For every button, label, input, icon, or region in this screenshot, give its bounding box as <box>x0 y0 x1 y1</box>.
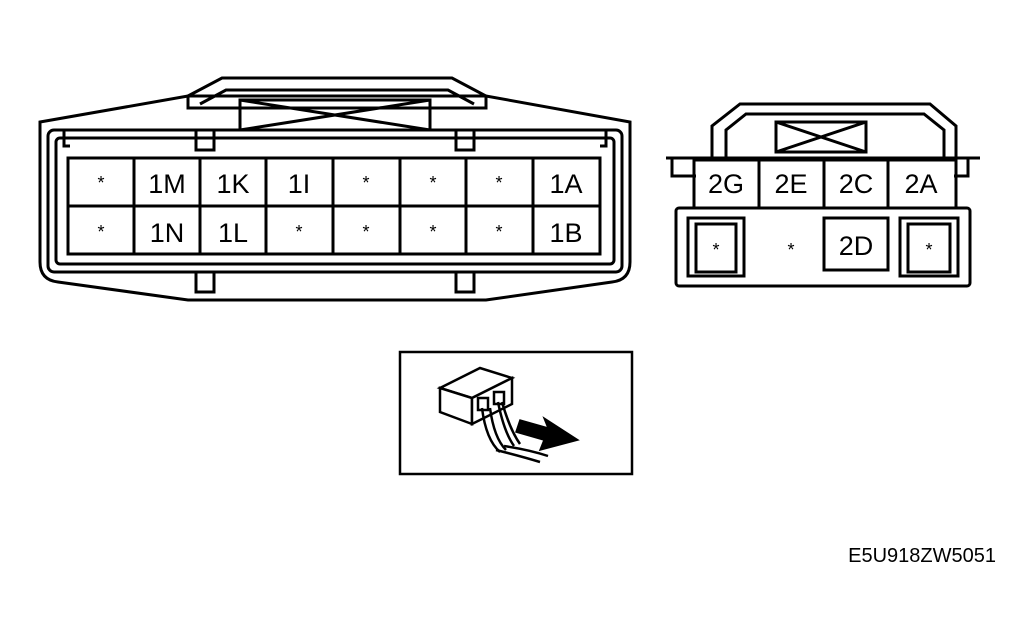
connector-2-row-bottom: * * 2D * <box>712 231 932 261</box>
pin-label: * <box>787 240 794 260</box>
wire <box>495 448 541 464</box>
pin-label: 2C <box>839 169 874 199</box>
pin-label: 2E <box>774 169 807 199</box>
pin-label: * <box>429 222 436 242</box>
connector-1 <box>38 76 632 302</box>
wire <box>488 407 507 451</box>
pin-label: 2A <box>904 169 937 199</box>
connector-1-latch <box>186 76 488 110</box>
pin-label: 1I <box>288 169 311 199</box>
pin-label: * <box>495 222 502 242</box>
pin-label: 1L <box>218 218 248 248</box>
pin-label: 1B <box>549 218 582 248</box>
pin-label: 1K <box>216 169 249 199</box>
inset-frame <box>398 350 634 476</box>
pin-label: * <box>712 240 719 260</box>
pin-label: * <box>429 173 436 193</box>
pin-label: 2D <box>839 231 874 261</box>
pin-label: 1M <box>148 169 186 199</box>
pin-label: * <box>295 222 302 242</box>
connector-2-latch <box>710 102 958 160</box>
pin-label: * <box>495 173 502 193</box>
connector-1-row-bottom: * 1N 1L * * * * 1B <box>97 218 582 248</box>
connector-2-lock-tab <box>774 120 868 154</box>
arrow-icon <box>515 416 580 452</box>
wire <box>503 444 549 458</box>
small-connector-icon <box>436 366 516 427</box>
pin-label: * <box>97 173 104 193</box>
pin-label: 1N <box>150 218 185 248</box>
connector-2 <box>666 102 980 288</box>
pin-label: * <box>925 240 932 260</box>
wire <box>500 401 522 445</box>
figure-code: E5U918ZW5051 <box>848 545 996 567</box>
connector-2-row-top: 2G 2E 2C 2A <box>708 169 938 199</box>
pin-label: * <box>362 173 369 193</box>
pin-label: * <box>97 222 104 242</box>
connector-1-row-top: * 1M 1K 1I * * * 1A <box>97 169 582 199</box>
probe-inset <box>398 350 634 476</box>
pin-label: * <box>362 222 369 242</box>
pin-label: 1A <box>549 169 582 199</box>
connector-1-shell <box>38 94 632 302</box>
pin-label: 2G <box>708 169 744 199</box>
wire <box>496 401 516 447</box>
